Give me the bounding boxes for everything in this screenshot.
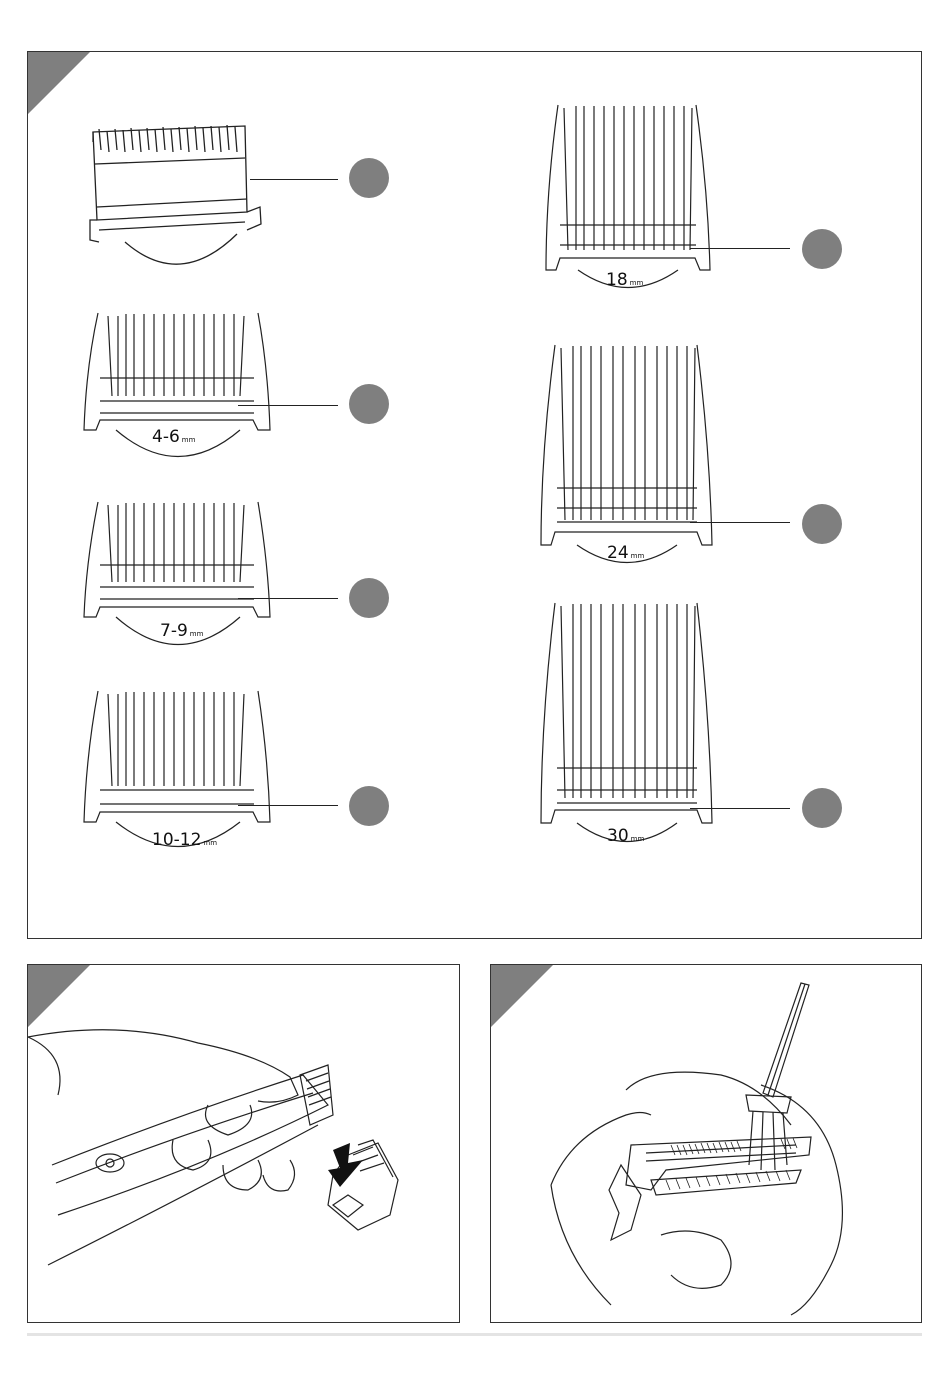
- comb-1-callout-line: [250, 179, 338, 180]
- brush-cleaning-illustration: [491, 965, 923, 1324]
- comb-1-illustration: [85, 112, 275, 272]
- comb-5-unit: mm: [630, 279, 644, 287]
- footer-rule: [27, 1333, 922, 1336]
- comb-5-illustration: [540, 100, 715, 295]
- comb-3-size: 7-9: [160, 621, 188, 641]
- comb-7-illustration: [537, 598, 717, 858]
- comb-7-unit: mm: [631, 835, 645, 843]
- comb-2-callout-line: [238, 405, 338, 406]
- comb-7-badge: [802, 788, 842, 828]
- comb-3-unit: mm: [190, 630, 204, 638]
- comb-6-size: 24: [607, 543, 629, 563]
- comb-6-illustration: [537, 340, 717, 570]
- hands-attaching-cutter-illustration: [28, 965, 461, 1324]
- clean-panel: [490, 964, 922, 1323]
- comb-7-callout-line: [690, 808, 790, 809]
- attach-panel: [27, 964, 460, 1323]
- comb-4-badge: [349, 786, 389, 826]
- comb-4-size: 10-12: [152, 830, 201, 850]
- comb-2-unit: mm: [182, 436, 196, 444]
- comb-7-size: 30: [607, 826, 629, 846]
- comb-5-badge: [802, 229, 842, 269]
- comb-5-callout-line: [690, 248, 790, 249]
- comb-3-callout-line: [238, 598, 338, 599]
- comb-5-size: 18: [606, 270, 628, 290]
- comb-2-badge: [349, 384, 389, 424]
- comb-6-callout-line: [690, 522, 790, 523]
- comb-4-unit: mm: [203, 839, 217, 847]
- down-arrow-icon: [328, 1143, 363, 1187]
- comb-6-unit: mm: [631, 552, 645, 560]
- comb-4-callout-line: [238, 805, 338, 806]
- comb-6-badge: [802, 504, 842, 544]
- panel-corner-marker: [28, 52, 90, 114]
- comb-2-size: 4-6: [152, 427, 180, 447]
- comb-1-badge: [349, 158, 389, 198]
- comb-3-badge: [349, 578, 389, 618]
